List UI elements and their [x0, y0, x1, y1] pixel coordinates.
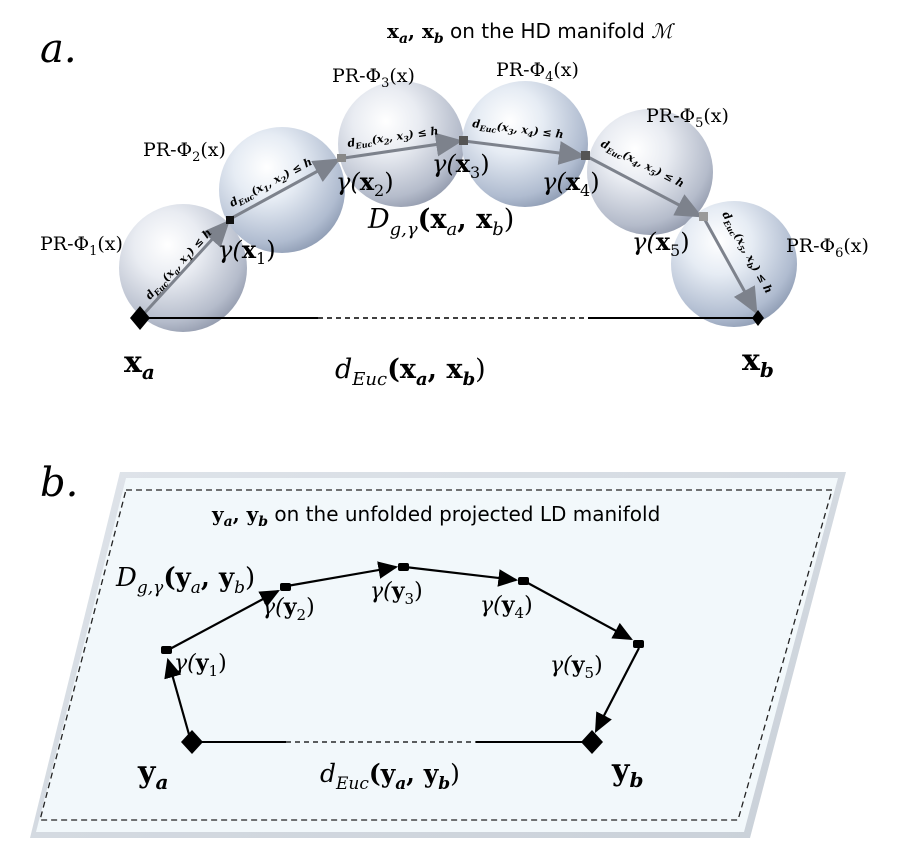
gamma-label-x1: γ(x1) — [218, 235, 276, 268]
segment-arrow-3 — [343, 132, 463, 160]
panel-a-title: xa, xb on the HD manifold ℳ — [387, 19, 675, 47]
geodesic-path-b — [164, 561, 640, 739]
segment-arrow-5 — [587, 155, 703, 218]
gamma-label-x5: γ(x5) — [632, 227, 690, 260]
gamma-nodes-a — [226, 136, 708, 224]
gamma-label-x4: γ(x4) — [542, 167, 600, 200]
sphere-label-2: PR-Φ2(x) — [143, 139, 226, 165]
sphere-3 — [338, 81, 464, 207]
geodesic-distance-label-b: Dg,γ(ya, yb) — [115, 563, 255, 598]
endpoint-marker-ya — [181, 730, 203, 754]
sphere-4 — [462, 81, 588, 207]
segment-label-3: dEuc(x2, x3) ≤ h — [347, 124, 440, 152]
geodesic-distance-label-a: Dg,γ(xa, xb) — [367, 204, 514, 240]
sphere-label-1: PR-Φ1(x) — [40, 233, 123, 259]
gamma-nodes-b — [161, 563, 644, 654]
sphere-label-6: PR-Φ6(x) — [786, 235, 869, 261]
endpoint-label-yb: yb — [611, 753, 643, 792]
panel-b-label: b. — [40, 460, 78, 506]
gamma-label-y4: γ(y4) — [480, 592, 533, 622]
segment-arrow-1 — [138, 219, 231, 320]
sphere-group — [119, 81, 797, 332]
gamma-label-y2: γ(y2) — [262, 594, 315, 624]
sphere-label-5: PR-Φ5(x) — [646, 105, 729, 131]
sphere-6 — [671, 201, 797, 327]
gamma-label-y1: γ(y1) — [174, 650, 227, 680]
segment-label-4: dEuc(x3, x4) ≤ h — [471, 117, 564, 143]
euclid-distance-label-b: dEuc(ya, yb) — [320, 759, 460, 794]
endpoint-marker-xa — [130, 306, 150, 330]
endpoint-label-xb: xb — [742, 343, 774, 382]
panel-a-label: a. — [40, 26, 77, 72]
sphere-label-3: PR-Φ3(x) — [332, 65, 415, 91]
euclid-distance-label-a: dEuc(xa, xb) — [335, 354, 486, 390]
panel-b-title: ya, yb on the unfolded projected LD mani… — [211, 502, 660, 530]
endpoint-label-xa: xa — [124, 345, 155, 384]
endpoint-label-ya: ya — [137, 755, 168, 794]
gamma-label-x2: γ(x2) — [336, 167, 394, 200]
segment-arrow-4 — [463, 139, 586, 165]
sphere-label-4: PR-Φ4(x) — [496, 59, 579, 85]
geodesic-path-a — [138, 132, 758, 320]
segment-arrow-2 — [229, 158, 341, 221]
segment-arrow-6 — [703, 219, 758, 315]
gamma-label-x3: γ(x3) — [432, 149, 490, 182]
ld-manifold-plane — [30, 472, 846, 838]
gamma-label-y3: γ(y3) — [370, 578, 423, 608]
endpoint-marker-yb — [581, 730, 603, 754]
gamma-label-y5: γ(y5) — [550, 652, 603, 682]
endpoint-marker-xb — [752, 310, 764, 326]
